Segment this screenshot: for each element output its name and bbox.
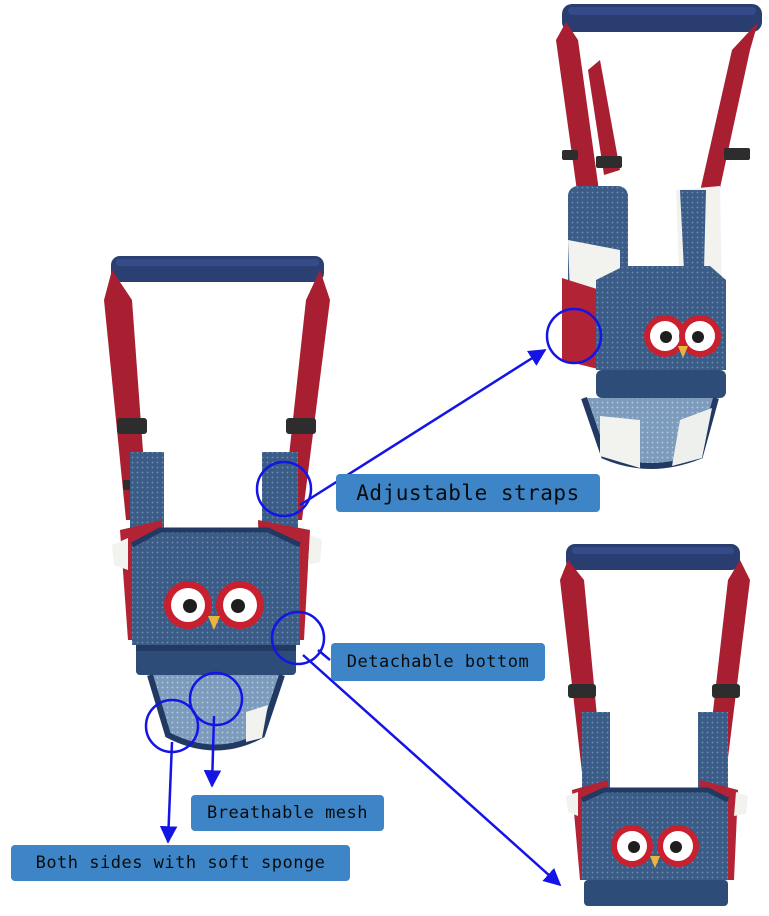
detached-walker (560, 544, 750, 906)
callout-circle-icon (188, 671, 244, 727)
arrow-icon (302, 654, 562, 887)
main-walker (104, 256, 330, 751)
detachable-bottom-label: Detachable bottom (331, 643, 545, 681)
arrow-icon (317, 649, 331, 661)
callout-circle-icon (255, 460, 313, 518)
soft-sponge-label: Both sides with soft sponge (11, 845, 350, 881)
callout-circle-icon (270, 610, 326, 666)
owl-face-icon (164, 581, 264, 630)
owl-face-icon (611, 825, 699, 868)
breathable-mesh-label: Breathable mesh (191, 795, 384, 831)
adjustable-straps-label: Adjustable straps (336, 474, 600, 512)
side-view-walker (556, 4, 762, 469)
owl-face-icon (644, 315, 721, 358)
callout-circle-icon (545, 307, 603, 365)
arrow-icon (159, 741, 178, 844)
arrow-icon (203, 715, 222, 788)
